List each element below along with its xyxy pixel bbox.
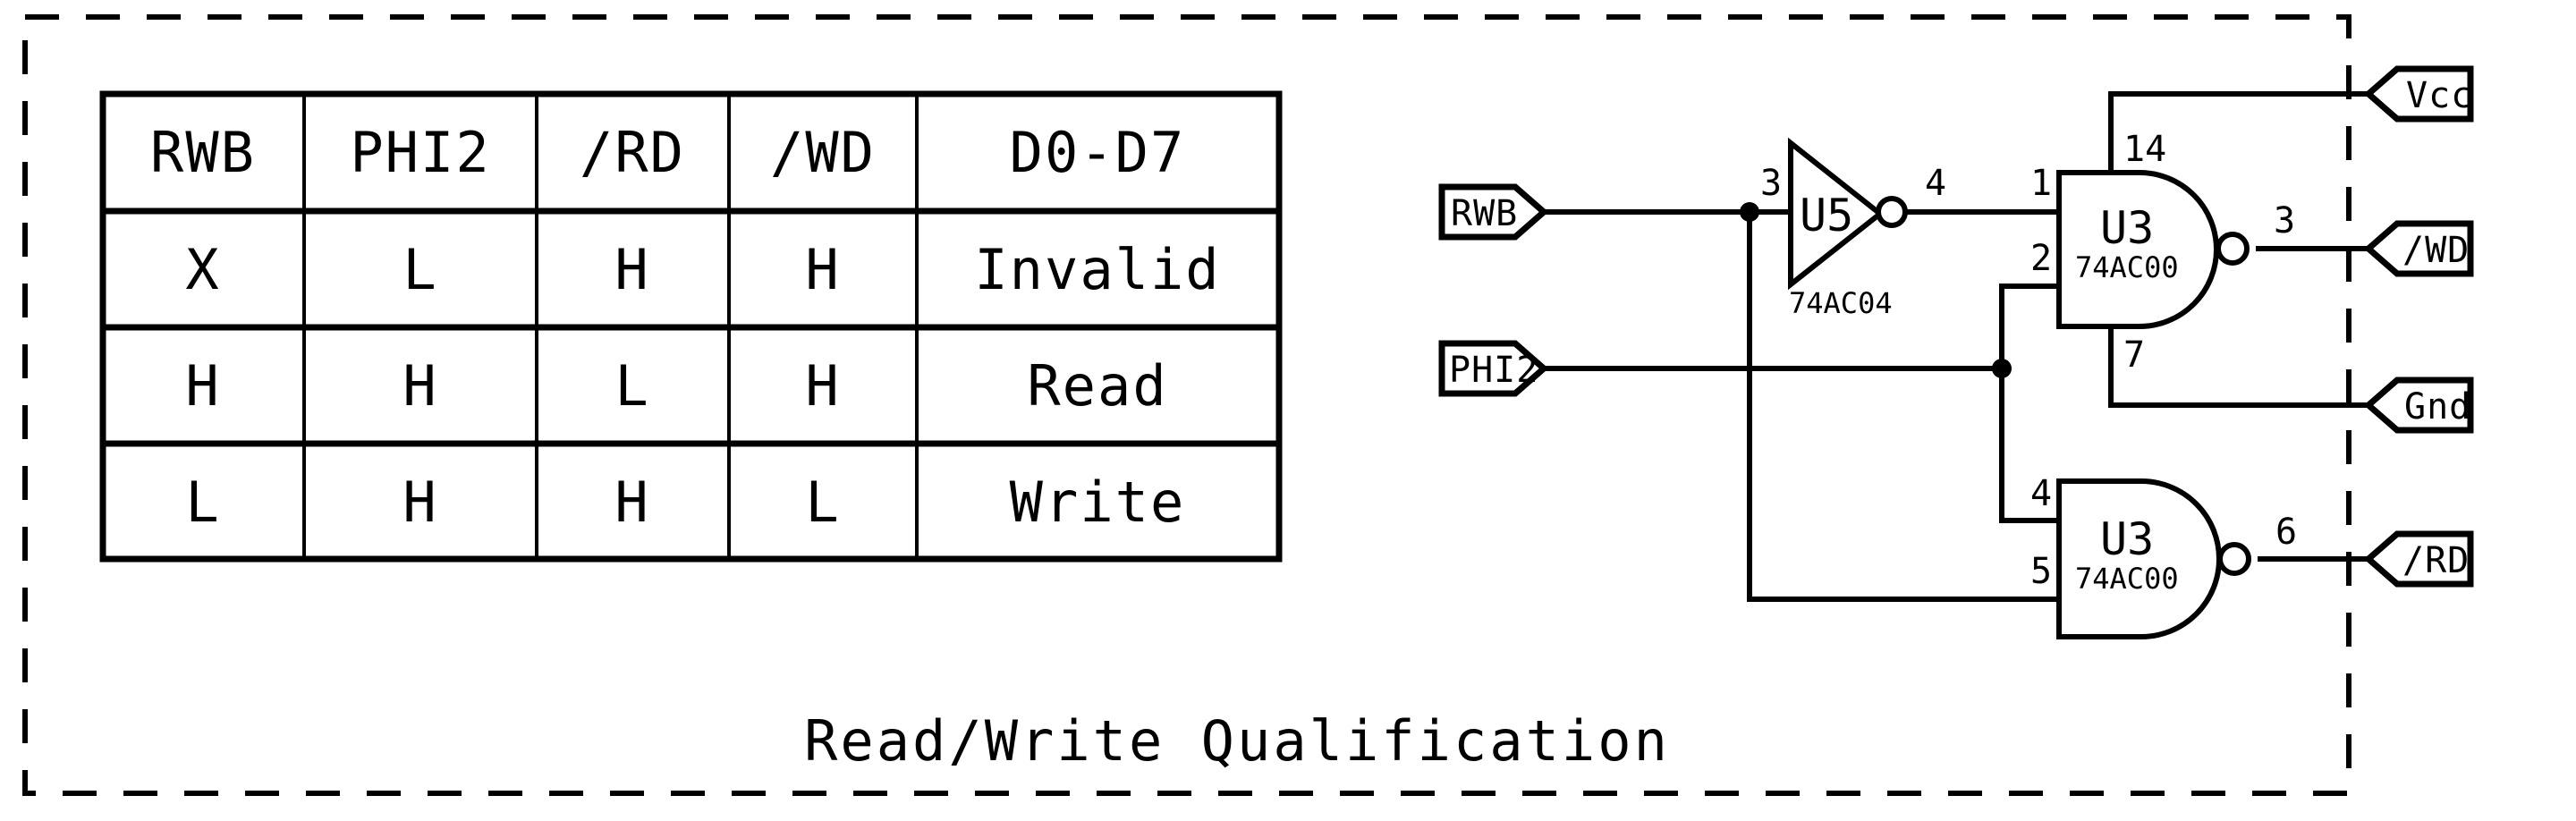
table-cell: H (185, 353, 220, 419)
table-header-cell: D0-D7 (1010, 120, 1186, 185)
table-cell: L (402, 237, 437, 302)
table-cell: H (402, 470, 437, 535)
inverter-triangle (1788, 137, 1885, 291)
nand-upper-pin14-label: 14 (2123, 129, 2166, 170)
inverter-pin-output-label: 4 (1925, 163, 1946, 204)
diagram-dashed-border (22, 14, 2351, 796)
table-cell: Read (1027, 353, 1167, 419)
inverter-u5[interactable]: U5 74AC04 3 4 (1760, 137, 1946, 320)
nand-upper-pin3-label: 3 (2274, 200, 2295, 241)
nand-gate-u3-lower[interactable]: U3 74AC00 4 5 6 (2030, 473, 2297, 639)
port-wd-label: /WD (2402, 230, 2470, 271)
nand-upper-pin7-label: 7 (2123, 334, 2145, 376)
port-rwb-label: RWB (1451, 193, 1518, 234)
nand-lower-pin6-label: 6 (2275, 512, 2297, 553)
nand-gate-u3-upper[interactable]: U3 74AC00 1 2 3 14 7 (2030, 129, 2295, 376)
wire-phi2-to-nand2-pin4 (1999, 366, 2062, 523)
inverter-part-label: 74AC04 (1789, 286, 1893, 320)
table-cell: H (805, 353, 840, 419)
nand-upper-pin1-label: 1 (2030, 163, 2052, 204)
table-cell: H (402, 353, 437, 419)
nand-upper-part-label: 74AC00 (2075, 250, 2179, 284)
table-cell: L (614, 353, 649, 419)
port-gnd-label: Gnd (2404, 386, 2471, 427)
port-phi2-label: PHI2 (1449, 350, 1538, 391)
inverter-output-bubble (1876, 196, 1908, 228)
port-rwb[interactable]: RWB (1438, 183, 1549, 241)
table-cell: H (614, 237, 649, 302)
table-header-cell: /RD (580, 120, 685, 185)
wire-nand1-vcc (2108, 91, 2371, 175)
table-row: H H L H Read (185, 353, 1167, 419)
truth-table-header-row: RWB PHI2 /RD /WD D0-D7 (150, 120, 1186, 185)
nand-lower-output-bubble (2217, 542, 2251, 576)
port-vcc-shape (2363, 65, 2474, 123)
inverter-pin-input-label: 3 (1760, 163, 1782, 204)
table-cell: H (805, 237, 840, 302)
table-cell: L (805, 470, 840, 535)
nand-lower-part-label: 74AC00 (2075, 562, 2179, 596)
junction-dot-rwb (1740, 202, 1759, 222)
port-wd[interactable]: /WD (2363, 220, 2474, 277)
nand-lower-pin5-label: 5 (2030, 551, 2052, 592)
inverter-ref-label: U5 (1800, 190, 1853, 241)
table-cell: X (185, 237, 220, 302)
port-gnd[interactable]: Gnd (2363, 377, 2474, 434)
nand-upper-ref-label: U3 (2100, 202, 2154, 254)
port-phi2-shape (1438, 340, 1549, 397)
port-gnd-shape (2363, 377, 2474, 434)
port-rwb-shape (1438, 183, 1549, 241)
diagram-caption: Read/Write Qualification (804, 708, 1670, 774)
table-row: X L H H Invalid (185, 237, 1220, 302)
wire-rwb-to-nand2-pin5 (1747, 209, 2062, 602)
nand-lower-ref-label: U3 (2100, 513, 2154, 565)
port-phi2[interactable]: PHI2 (1438, 340, 1549, 397)
table-cell: Write (1010, 470, 1186, 535)
port-wd-shape (2363, 220, 2474, 277)
truth-table-grid (99, 90, 1283, 563)
port-vcc-label: Vcc (2406, 75, 2473, 116)
wire-nand1-gnd (2108, 324, 2371, 408)
port-rd-shape (2363, 530, 2474, 588)
table-header-cell: PHI2 (350, 120, 490, 185)
table-cell: Invalid (974, 237, 1220, 302)
port-vcc[interactable]: Vcc (2363, 65, 2474, 123)
table-header-cell: /WD (770, 120, 876, 185)
table-row: L H H L Write (185, 470, 1186, 535)
port-rd-label: /RD (2402, 540, 2470, 581)
table-cell: L (185, 470, 220, 535)
port-rd[interactable]: /RD (2363, 530, 2474, 588)
circuit-wires (1541, 91, 2371, 602)
nand-lower-pin4-label: 4 (2030, 473, 2052, 514)
wire-phi2-to-nand1-pin2 (1999, 284, 2062, 371)
table-cell: H (614, 470, 649, 535)
nand-upper-pin2-label: 2 (2030, 238, 2052, 279)
nand-upper-output-bubble (2216, 232, 2250, 266)
junction-dot-phi2 (1992, 359, 2012, 378)
table-header-cell: RWB (150, 120, 256, 185)
